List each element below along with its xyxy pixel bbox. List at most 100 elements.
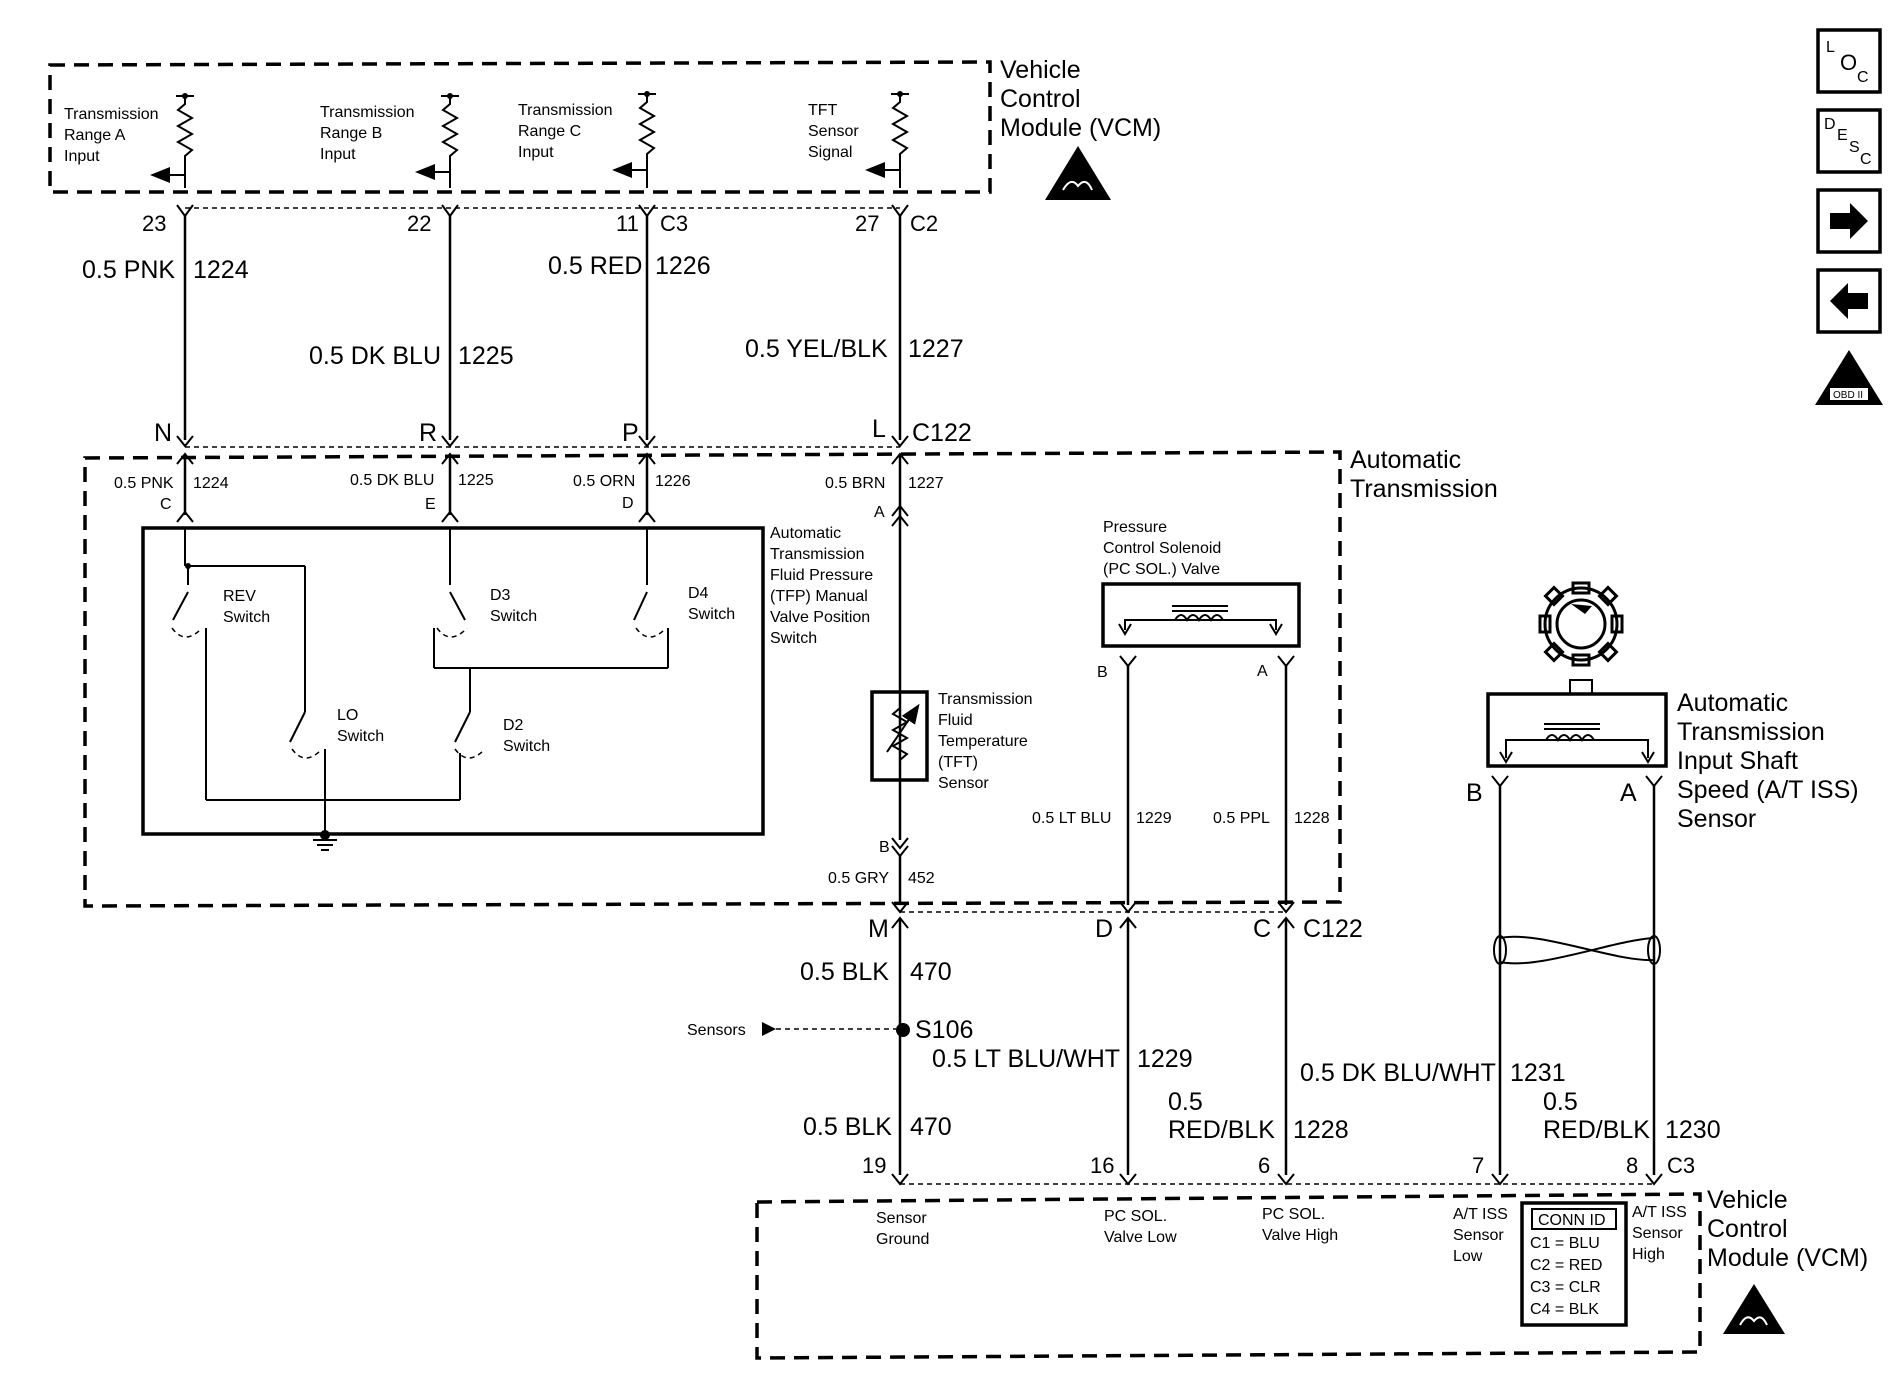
svg-text:L: L: [1826, 39, 1835, 56]
wire-yelblk-label: 0.5 YEL/BLK: [745, 335, 888, 363]
svg-text:A/T ISS: A/T ISS: [1632, 1204, 1687, 1221]
svg-text:Fluid: Fluid: [938, 712, 973, 729]
svg-text:Automatic: Automatic: [770, 525, 841, 542]
wire-pc-high-color: RED/BLK: [1168, 1116, 1275, 1144]
bottom-connector-pins: 19 16 6 7 8 C3: [862, 1153, 1695, 1186]
inner-wire-1224: 1224: [193, 475, 229, 492]
wire-470-upper: 470: [910, 958, 952, 986]
svg-text:S: S: [1849, 139, 1860, 156]
inner-wire-orn: 0.5 ORN: [573, 473, 635, 490]
conn-id-row-3: C3 = CLR: [1530, 1279, 1601, 1296]
svg-text:D: D: [1824, 116, 1836, 133]
switch-d4-label-2: Switch: [688, 606, 735, 623]
vcm-top-title-2: Control: [1000, 85, 1081, 113]
pin-23: 23: [142, 211, 166, 236]
c122-top-connector: N R P L C122: [154, 415, 972, 465]
svg-text:Sensor: Sensor: [1677, 805, 1756, 833]
svg-text:High: High: [1632, 1246, 1665, 1263]
svg-text:Switch: Switch: [770, 630, 817, 647]
svg-text:TFT: TFT: [808, 102, 838, 119]
vcm-input-range-c: Transmission Range C Input: [518, 102, 613, 161]
obd-ii-warning-icon[interactable]: OBD II: [1815, 350, 1883, 405]
pin-11: 11: [616, 211, 639, 236]
svg-text:(PC SOL.) Valve: (PC SOL.) Valve: [1103, 561, 1220, 578]
wire-452-label: 452: [908, 870, 935, 887]
svg-text:Transmission: Transmission: [518, 102, 613, 119]
arrow-left-icon: [1830, 283, 1868, 319]
svg-text:Control Solenoid: Control Solenoid: [1103, 540, 1221, 557]
inner-wire-dkblu: 0.5 DK BLU: [350, 472, 434, 489]
switch-lo-label-2: Switch: [337, 728, 384, 745]
wire-ltbluwht-label: 0.5 LT BLU/WHT: [932, 1045, 1120, 1073]
svg-text:Automatic: Automatic: [1677, 689, 1788, 717]
svg-text:Low: Low: [1453, 1248, 1483, 1265]
connector-c3-top: C3: [660, 211, 688, 236]
svg-text:Sensor: Sensor: [876, 1210, 927, 1227]
pullup-resistor-b: [415, 93, 460, 188]
pin-l: L: [872, 415, 886, 443]
switch-d4-label-1: D4: [688, 585, 709, 602]
iss-sensor: Automatic Transmission Input Shaft Speed…: [1466, 581, 1859, 1175]
wire-1228-inner: 1228: [1294, 810, 1330, 827]
vcm-input-range-a: Transmission Range A Input: [64, 106, 159, 165]
svg-text:Sensor: Sensor: [808, 123, 859, 140]
nav-panel: L O C D E S C OBD II: [1815, 28, 1883, 405]
svg-text:Temperature: Temperature: [938, 733, 1028, 750]
inner-wire-1227: 1227: [908, 475, 944, 492]
wire-1224-label: 1224: [193, 256, 249, 284]
vcm-bottom-module: Vehicle Control Module (VCM) Sensor Grou…: [755, 1186, 1868, 1360]
svg-text:Transmission: Transmission: [938, 691, 1033, 708]
svg-text:PC SOL.: PC SOL.: [1104, 1208, 1167, 1225]
conn-id-row-4: C4 = BLK: [1530, 1301, 1599, 1318]
conn-id-row-2: C2 = RED: [1530, 1257, 1602, 1274]
wire-1231-label: 1231: [1510, 1059, 1566, 1087]
vcm-input-range-b: Transmission Range B Input: [320, 104, 415, 163]
pc-solenoid-valve: Pressure Control Solenoid (PC SOL.) Valv…: [1032, 519, 1330, 905]
connector-c3-bottom: C3: [1667, 1153, 1695, 1178]
svg-text:E: E: [1837, 127, 1848, 144]
svg-text:Pressure: Pressure: [1103, 519, 1167, 536]
svg-text:Input: Input: [518, 144, 554, 161]
esd-warning-icon-bottom: [1723, 1284, 1785, 1334]
wire-1226-label: 1226: [655, 252, 711, 280]
switch-d3-label-1: D3: [490, 587, 511, 604]
top-connector-pins: 23 22 11 C3 27 C2: [142, 204, 938, 236]
switch-d2-label-1: D2: [503, 717, 524, 734]
inner-pin-c: C: [160, 496, 172, 513]
inner-pin-e: E: [425, 496, 436, 513]
pin-r: R: [419, 419, 437, 447]
pin-27: 27: [855, 211, 879, 236]
pin-22: 22: [407, 211, 431, 236]
inner-wire-1225: 1225: [458, 472, 494, 489]
pc-sol-pin-b: B: [1097, 664, 1108, 681]
gear-icon: [1538, 581, 1624, 667]
svg-text:Transmission: Transmission: [64, 106, 159, 123]
loc-button[interactable]: L O C: [1816, 28, 1882, 94]
vcm-bottom-title-3: Module (VCM): [1707, 1244, 1868, 1272]
c122-bottom-connector: M D C C122: [868, 901, 1363, 943]
svg-text:Range B: Range B: [320, 125, 382, 142]
obd-text: OBD II: [1833, 390, 1863, 401]
trans-title-1: Automatic: [1350, 446, 1461, 474]
inner-wire-pnk: 0.5 PNK: [114, 475, 174, 492]
sensors-label: Sensors: [687, 1022, 746, 1039]
pin-8: 8: [1626, 1153, 1638, 1178]
vcm-input-tft-signal: TFT Sensor Signal: [808, 102, 859, 161]
svg-text:A/T ISS: A/T ISS: [1453, 1206, 1508, 1223]
svg-text:Range A: Range A: [64, 127, 126, 144]
splice-s106: S106: [915, 1016, 973, 1044]
pullup-resistor-tft: [865, 91, 910, 188]
next-page-button[interactable]: [1816, 188, 1882, 254]
wire-iss-high-color: RED/BLK: [1543, 1116, 1650, 1144]
desc-button[interactable]: D E S C: [1816, 108, 1882, 174]
trans-title-2: Transmission: [1350, 475, 1498, 503]
svg-text:Input Shaft: Input Shaft: [1677, 747, 1798, 775]
wire-ppl-label: 0.5 PPL: [1213, 810, 1270, 827]
svg-text:Transmission: Transmission: [320, 104, 415, 121]
vcm-top-title-1: Vehicle: [1000, 56, 1081, 84]
prev-page-button[interactable]: [1816, 268, 1882, 334]
wire-dkblu-label: 0.5 DK BLU: [309, 342, 441, 370]
wire-blk-lower: 0.5 BLK: [803, 1113, 892, 1141]
switch-rev-label-2: Switch: [223, 609, 270, 626]
svg-text:(TFP) Manual: (TFP) Manual: [770, 588, 868, 605]
